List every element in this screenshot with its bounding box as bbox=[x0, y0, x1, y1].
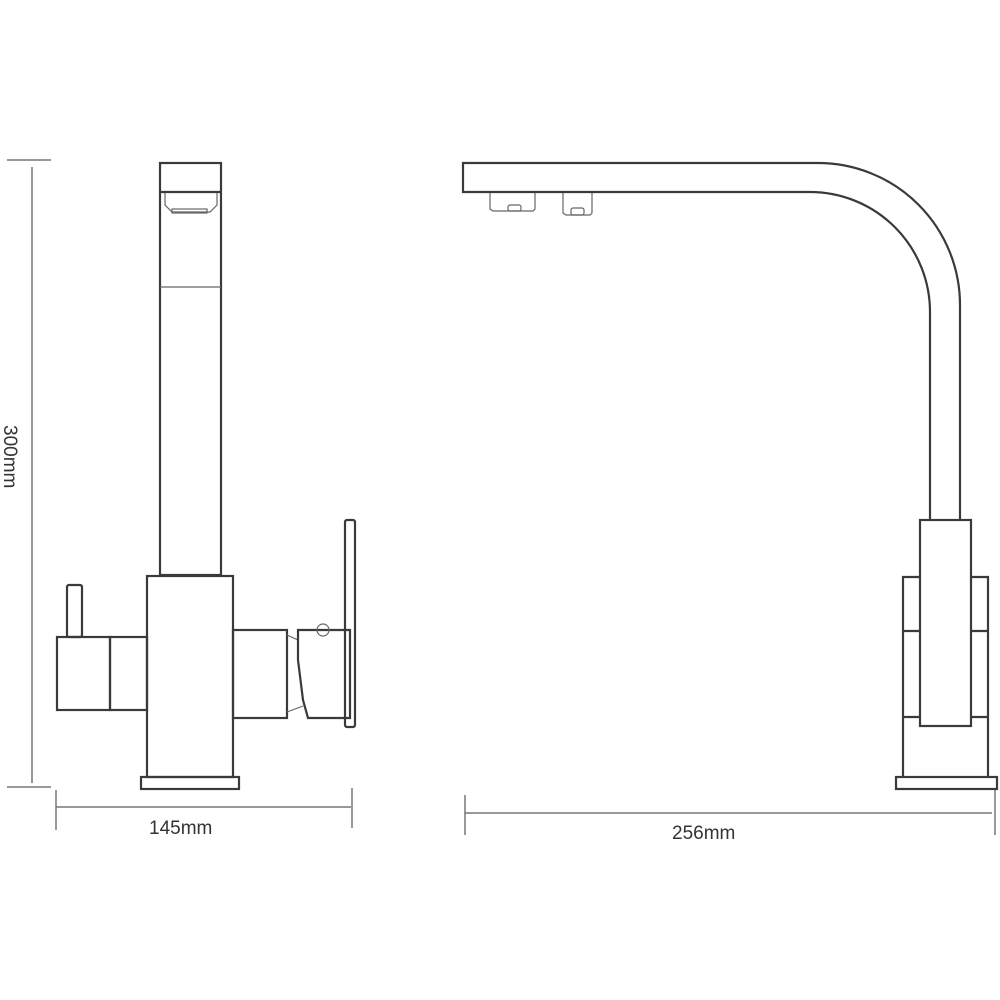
side-width-dimension: 145mm bbox=[55, 788, 353, 839]
side-width-label: 145mm bbox=[149, 818, 212, 839]
reach-label: 256mm bbox=[672, 823, 735, 844]
faucet-front-view bbox=[461, 161, 999, 791]
reach-dimension: 256mm bbox=[464, 790, 996, 844]
faucet-side-view bbox=[55, 161, 357, 791]
height-label: 300mm bbox=[0, 425, 20, 488]
height-dimension: 300mm bbox=[0, 159, 51, 788]
